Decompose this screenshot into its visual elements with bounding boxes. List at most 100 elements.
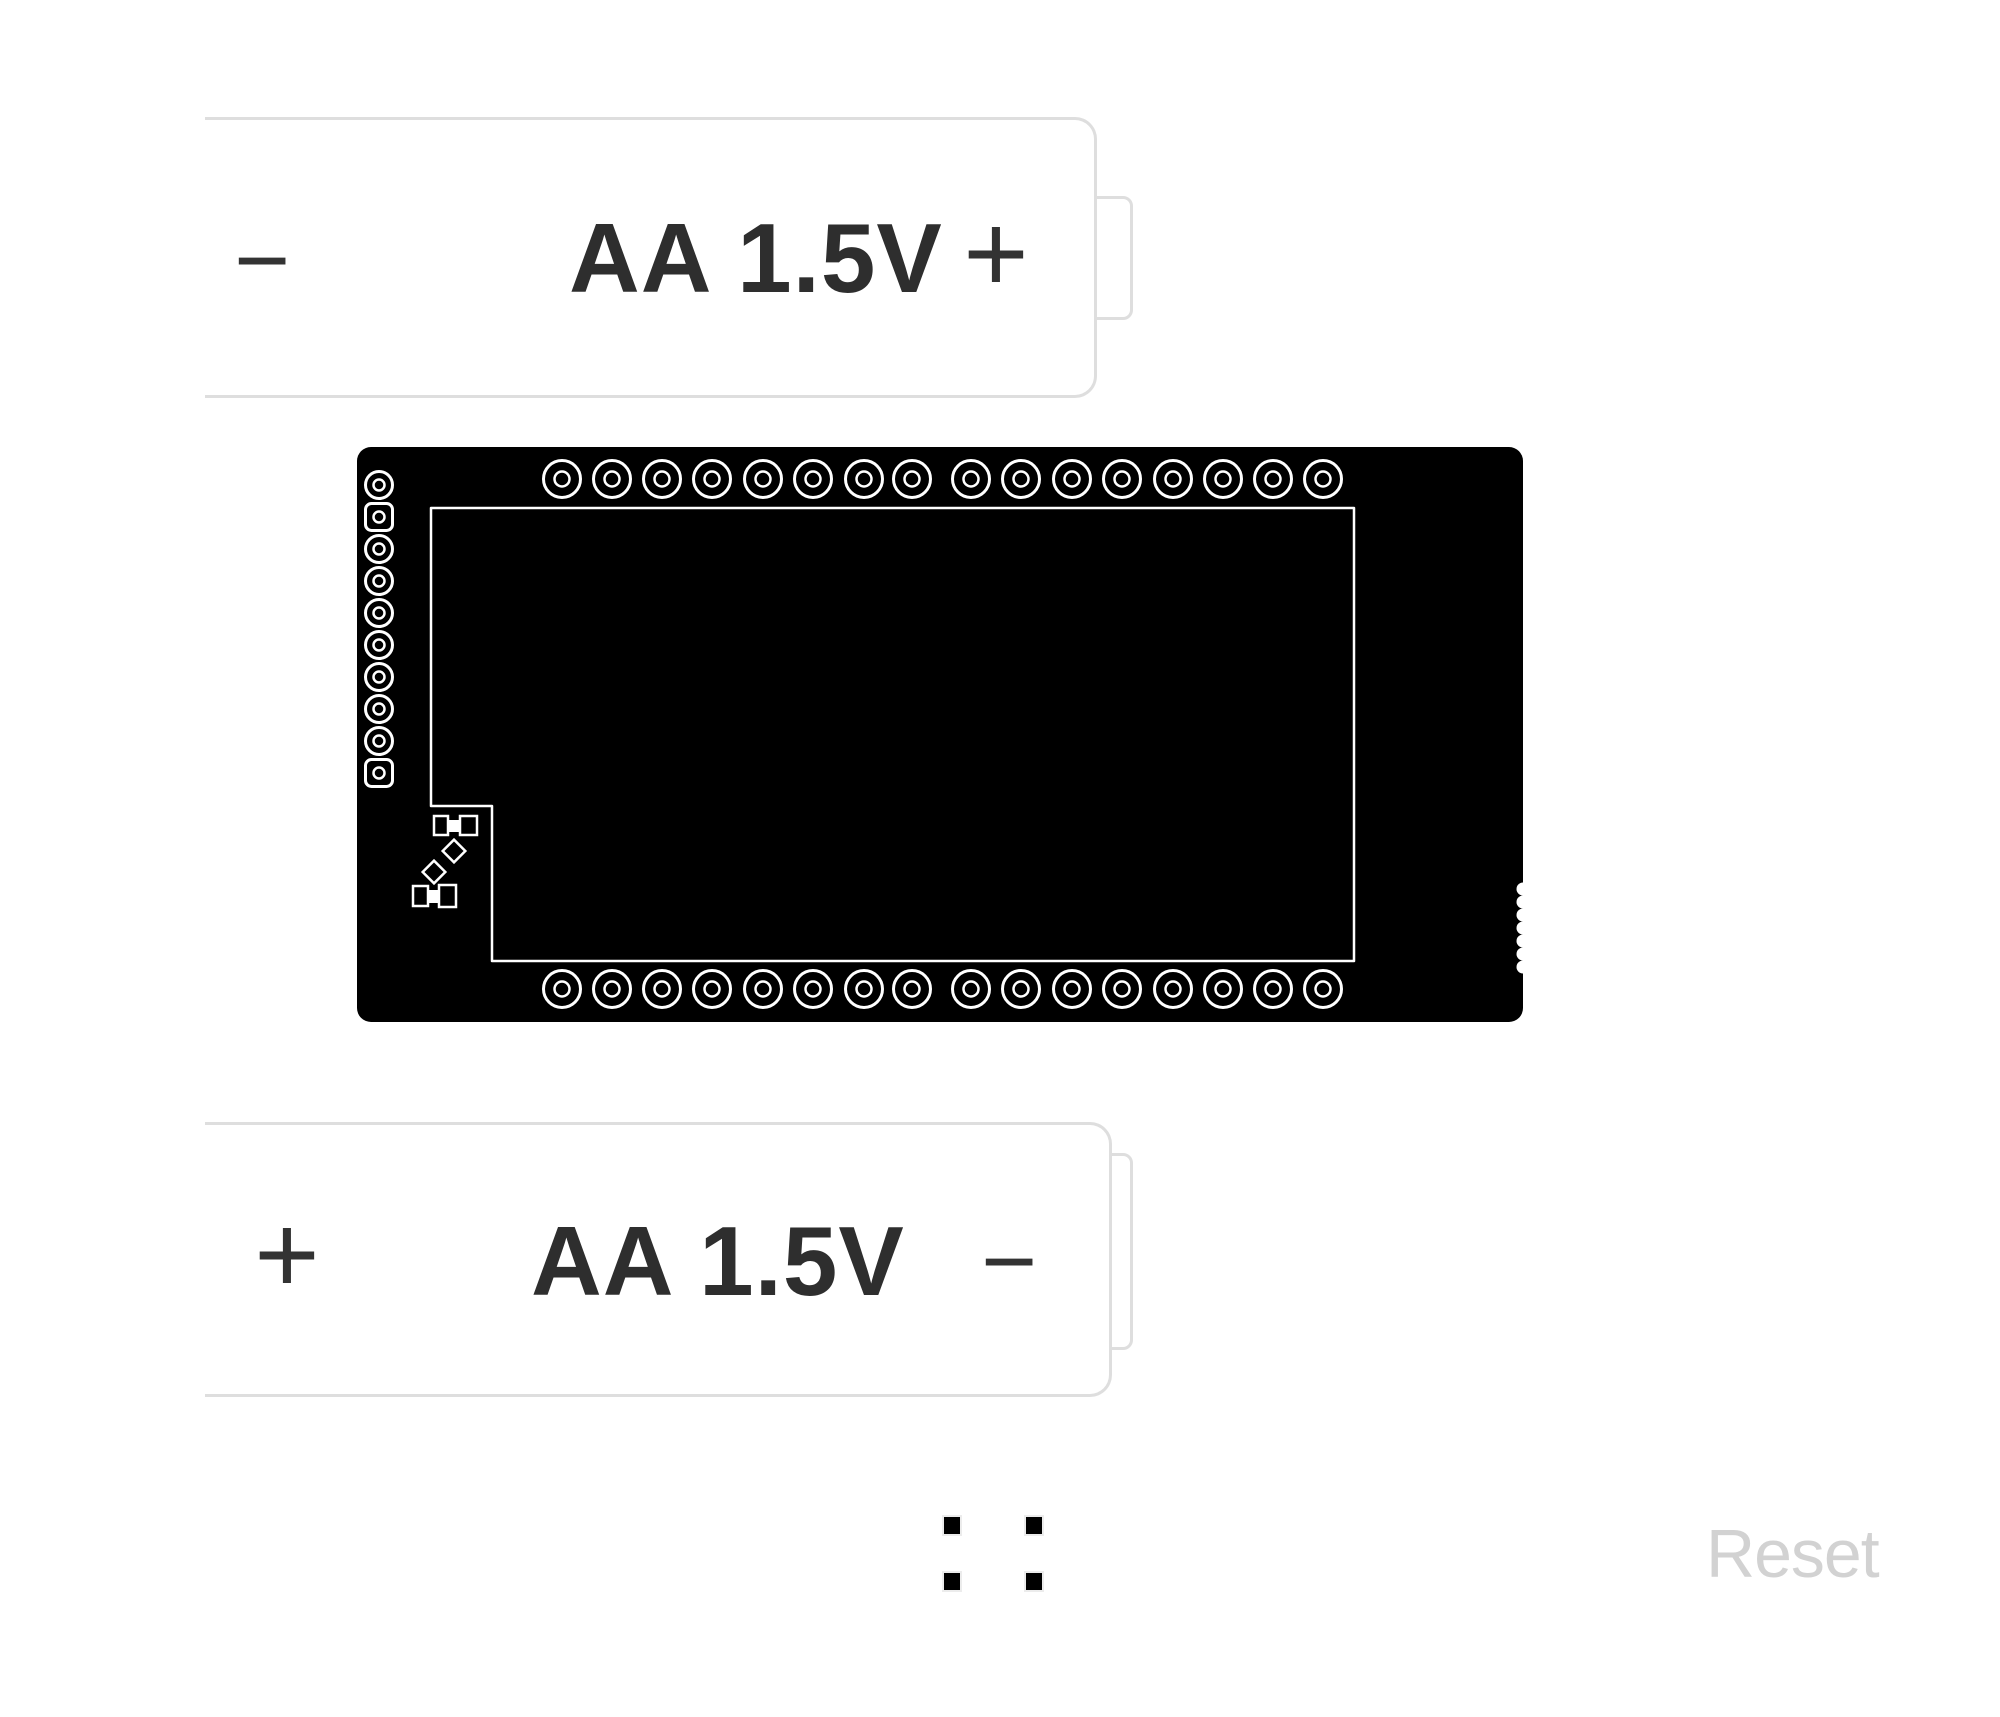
pin-hole — [1314, 470, 1332, 488]
board-pin[interactable] — [542, 969, 582, 1009]
smd-component — [448, 820, 460, 832]
board-pin[interactable] — [1153, 969, 1193, 1009]
pad-ring — [364, 662, 394, 692]
board-pin[interactable] — [542, 459, 582, 499]
pin-ring — [793, 459, 833, 499]
board-pin[interactable] — [844, 459, 884, 499]
battery-bottom-negative-terminal[interactable]: − — [980, 1208, 1038, 1315]
castellation-notch — [1516, 895, 1523, 909]
board-pin[interactable] — [1052, 459, 1092, 499]
board-pin[interactable] — [592, 459, 632, 499]
pin-hole — [1264, 470, 1282, 488]
pin-hole — [962, 470, 980, 488]
board-pin[interactable] — [743, 459, 783, 499]
pad-hole — [372, 734, 386, 748]
pin-hole — [1214, 980, 1232, 998]
pin-hole — [653, 980, 671, 998]
board-pin[interactable] — [793, 969, 833, 1009]
board-pin[interactable] — [892, 459, 932, 499]
pin-hole — [1164, 470, 1182, 488]
battery-top-positive-terminal[interactable]: + — [963, 191, 1029, 316]
board-pin[interactable] — [1253, 459, 1293, 499]
aa-battery-bottom[interactable]: + AA 1.5V − — [205, 1122, 1112, 1397]
pin-hole — [1012, 470, 1030, 488]
board-pin[interactable] — [892, 969, 932, 1009]
pad-hole — [372, 478, 386, 492]
microcontroller-board[interactable] — [357, 447, 1523, 1023]
board-pin[interactable] — [844, 969, 884, 1009]
board-pin[interactable] — [793, 459, 833, 499]
pushbutton-pin[interactable] — [1024, 1571, 1044, 1592]
board-pad[interactable] — [364, 726, 394, 756]
pad-hole — [372, 510, 386, 524]
board-pad[interactable] — [364, 662, 394, 692]
castellation-notch — [1516, 960, 1523, 974]
board-pad[interactable] — [364, 758, 394, 788]
pin-ring — [692, 969, 732, 1009]
board-pin[interactable] — [692, 969, 732, 1009]
board-pin[interactable] — [692, 459, 732, 499]
smd-component — [458, 814, 479, 837]
pin-ring — [1102, 969, 1142, 1009]
pin-hole — [553, 470, 571, 488]
board-pin[interactable] — [642, 459, 682, 499]
board-pin[interactable] — [743, 969, 783, 1009]
pad-square — [364, 502, 394, 532]
pin-hole — [903, 980, 921, 998]
board-pin[interactable] — [1001, 459, 1041, 499]
board-pin[interactable] — [1303, 969, 1343, 1009]
pin-ring — [1153, 459, 1193, 499]
aa-battery-top[interactable]: − AA 1.5V + — [205, 117, 1097, 398]
board-pin[interactable] — [642, 969, 682, 1009]
pad-square — [364, 758, 394, 788]
pad-ring — [364, 630, 394, 660]
smd-component — [428, 890, 439, 903]
pin-ring — [1303, 459, 1343, 499]
castellation-notch — [1516, 882, 1523, 896]
pin-hole — [1012, 980, 1030, 998]
pad-ring — [364, 470, 394, 500]
board-pin[interactable] — [951, 459, 991, 499]
pin-ring — [1203, 969, 1243, 1009]
board-pad[interactable] — [364, 694, 394, 724]
board-pad[interactable] — [364, 502, 394, 532]
board-pad[interactable] — [364, 470, 394, 500]
board-pin[interactable] — [1303, 459, 1343, 499]
battery-bottom-positive-terminal[interactable]: + — [254, 1192, 320, 1317]
board-pin[interactable] — [1153, 459, 1193, 499]
pin-hole — [553, 980, 571, 998]
pad-ring — [364, 694, 394, 724]
reset-button[interactable]: Reset — [1706, 1516, 1880, 1592]
board-pin[interactable] — [1253, 969, 1293, 1009]
castellation-notch — [1516, 934, 1523, 948]
pushbutton-pin[interactable] — [1024, 1515, 1044, 1536]
board-body[interactable] — [357, 447, 1523, 1022]
board-pin[interactable] — [1102, 459, 1142, 499]
pin-hole — [703, 980, 721, 998]
board-pin[interactable] — [1203, 459, 1243, 499]
board-pad[interactable] — [364, 630, 394, 660]
pushbutton-pin[interactable] — [942, 1571, 962, 1592]
pad-hole — [372, 766, 386, 780]
pin-hole — [1264, 980, 1282, 998]
board-pin[interactable] — [951, 969, 991, 1009]
board-pin[interactable] — [592, 969, 632, 1009]
board-pad[interactable] — [364, 566, 394, 596]
pin-hole — [603, 980, 621, 998]
board-pad[interactable] — [364, 598, 394, 628]
pin-ring — [892, 969, 932, 1009]
pin-ring — [1102, 459, 1142, 499]
pin-hole — [804, 470, 822, 488]
castellation-notch — [1516, 908, 1523, 922]
battery-top-negative-terminal[interactable]: − — [233, 207, 291, 314]
board-pin[interactable] — [1001, 969, 1041, 1009]
board-pin[interactable] — [1052, 969, 1092, 1009]
board-pin[interactable] — [1203, 969, 1243, 1009]
pin-ring — [542, 459, 582, 499]
pin-hole — [754, 980, 772, 998]
pad-hole — [372, 542, 386, 556]
pushbutton-pin[interactable] — [942, 1515, 962, 1536]
pin-hole — [1314, 980, 1332, 998]
board-pin[interactable] — [1102, 969, 1142, 1009]
board-pad[interactable] — [364, 534, 394, 564]
